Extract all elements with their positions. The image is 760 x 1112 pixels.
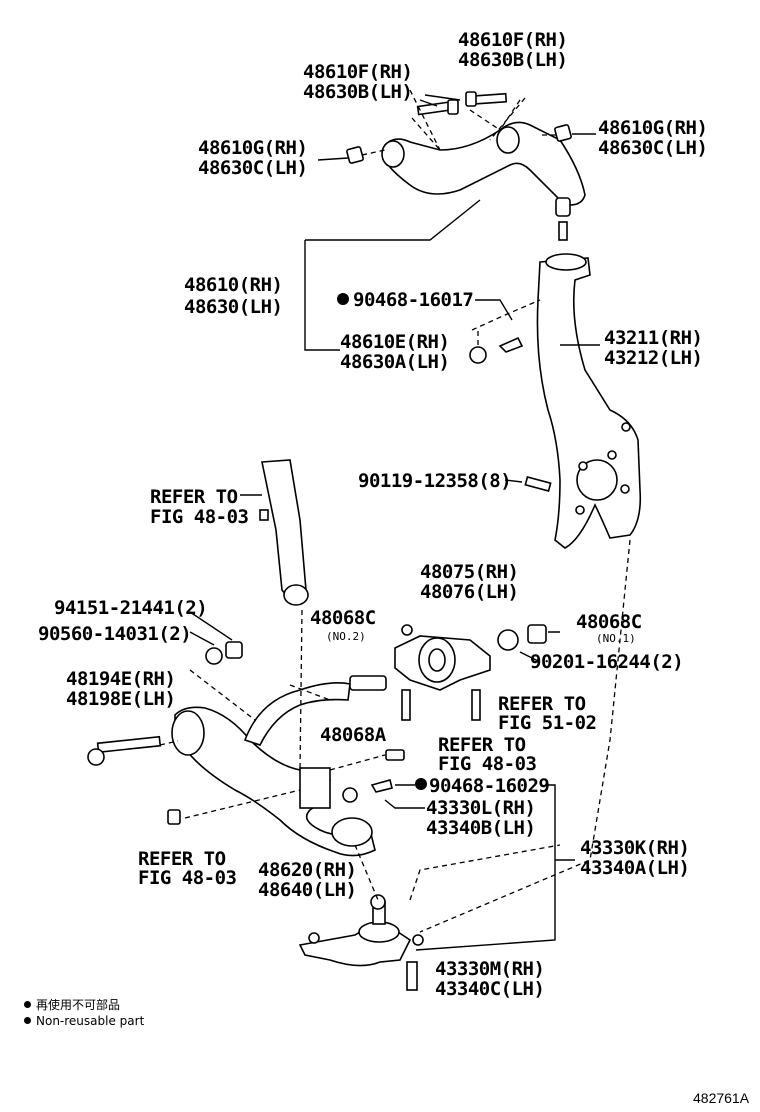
washer-90201 xyxy=(497,629,519,651)
label-fig-48-03-1: FIG 48-03 xyxy=(150,506,249,528)
label-48630A-lh: 48630A(LH) xyxy=(340,351,450,373)
label-48610F-rh-left: 48610F(RH) xyxy=(303,61,413,83)
non-reusable-dot-icon xyxy=(24,1017,31,1024)
diagram-reference-number: 482761A xyxy=(693,1090,750,1106)
lower-control-arm xyxy=(171,675,387,857)
label-48075-rh: 48075(RH) xyxy=(420,561,519,583)
label-no1: (NO.1) xyxy=(596,632,636,645)
label-43340C-lh: 43340C(LH) xyxy=(435,978,545,1000)
label-90119-12358: 90119-12358(8) xyxy=(358,470,512,492)
non-reusable-dot-icon xyxy=(24,1001,31,1008)
label-48194E-rh: 48194E(RH) xyxy=(66,668,176,690)
label-48076-lh: 48076(LH) xyxy=(420,581,519,603)
label-90468-16029: 90468-16029 xyxy=(429,775,550,797)
label-refer-to-3: REFER TO xyxy=(438,734,526,756)
label-refer-to-1: REFER TO xyxy=(150,486,238,508)
label-90468-16017: 90468-16017 xyxy=(353,289,474,311)
label-48610G-rh-right: 48610G(RH) xyxy=(598,117,708,139)
label-43330K-rh: 43330K(RH) xyxy=(580,837,690,859)
lower-arm-bushing-bracket xyxy=(394,624,491,691)
legend-en: Non-reusable part xyxy=(24,1014,144,1028)
label-48630-lh: 48630(LH) xyxy=(184,296,283,318)
label-48068C-right: 48068C xyxy=(576,611,642,633)
label-48630B-lh-left: 48630B(LH) xyxy=(303,81,413,103)
label-43340B-lh: 43340B(LH) xyxy=(426,817,536,839)
label-48610G-rh-left: 48610G(RH) xyxy=(198,137,308,159)
label-90201-16244: 90201-16244(2) xyxy=(530,651,684,673)
upper-arm-bolts xyxy=(346,89,572,164)
ball-joint xyxy=(298,894,424,991)
label-48610F-rh-top: 48610F(RH) xyxy=(458,29,568,51)
upper-control-arm xyxy=(381,121,586,241)
label-48630C-lh-right: 48630C(LH) xyxy=(598,137,708,159)
label-43211-rh: 43211(RH) xyxy=(604,327,703,349)
legend-jp-text: 再使用不可部品 xyxy=(36,998,121,1012)
label-48620-rh: 48620(RH) xyxy=(258,859,357,881)
label-refer-to-4: REFER TO xyxy=(138,848,226,870)
label-48640-lh: 48640(LH) xyxy=(258,879,357,901)
label-94151-21441: 94151-21441(2) xyxy=(54,597,208,619)
label-refer-to-2: REFER TO xyxy=(498,693,586,715)
label-no2: (NO.2) xyxy=(326,630,366,643)
label-43330M-rh: 43330M(RH) xyxy=(435,958,545,980)
label-48630C-lh-left: 48630C(LH) xyxy=(198,157,308,179)
label-43212-lh: 43212(LH) xyxy=(604,347,703,369)
label-fig-51-02: FIG 51-02 xyxy=(498,712,597,734)
strut-lower xyxy=(240,459,309,606)
steering-knuckle xyxy=(536,253,642,549)
clip-nut-group xyxy=(469,299,541,364)
label-48610-rh: 48610(RH) xyxy=(184,274,283,296)
label-48068C-left: 48068C xyxy=(310,607,376,629)
label-90560-14031: 90560-14031(2) xyxy=(38,623,192,645)
legend-en-text: Non-reusable part xyxy=(36,1014,145,1028)
label-43340A-lh: 43340A(LH) xyxy=(580,857,690,879)
label-48610E-rh: 48610E(RH) xyxy=(340,331,450,353)
label-48198E-lh: 48198E(LH) xyxy=(66,688,176,710)
label-fig-48-03-4: FIG 48-03 xyxy=(138,867,237,889)
nut-48068C-no1 xyxy=(527,624,547,644)
label-43330L-rh: 43330L(RH) xyxy=(426,797,536,819)
label-48630B-lh-top: 48630B(LH) xyxy=(458,49,568,71)
label-fig-48-03-3: FIG 48-03 xyxy=(438,753,537,775)
label-48068A: 48068A xyxy=(320,724,386,746)
legend-jp: 再使用不可部品 xyxy=(24,996,120,1013)
